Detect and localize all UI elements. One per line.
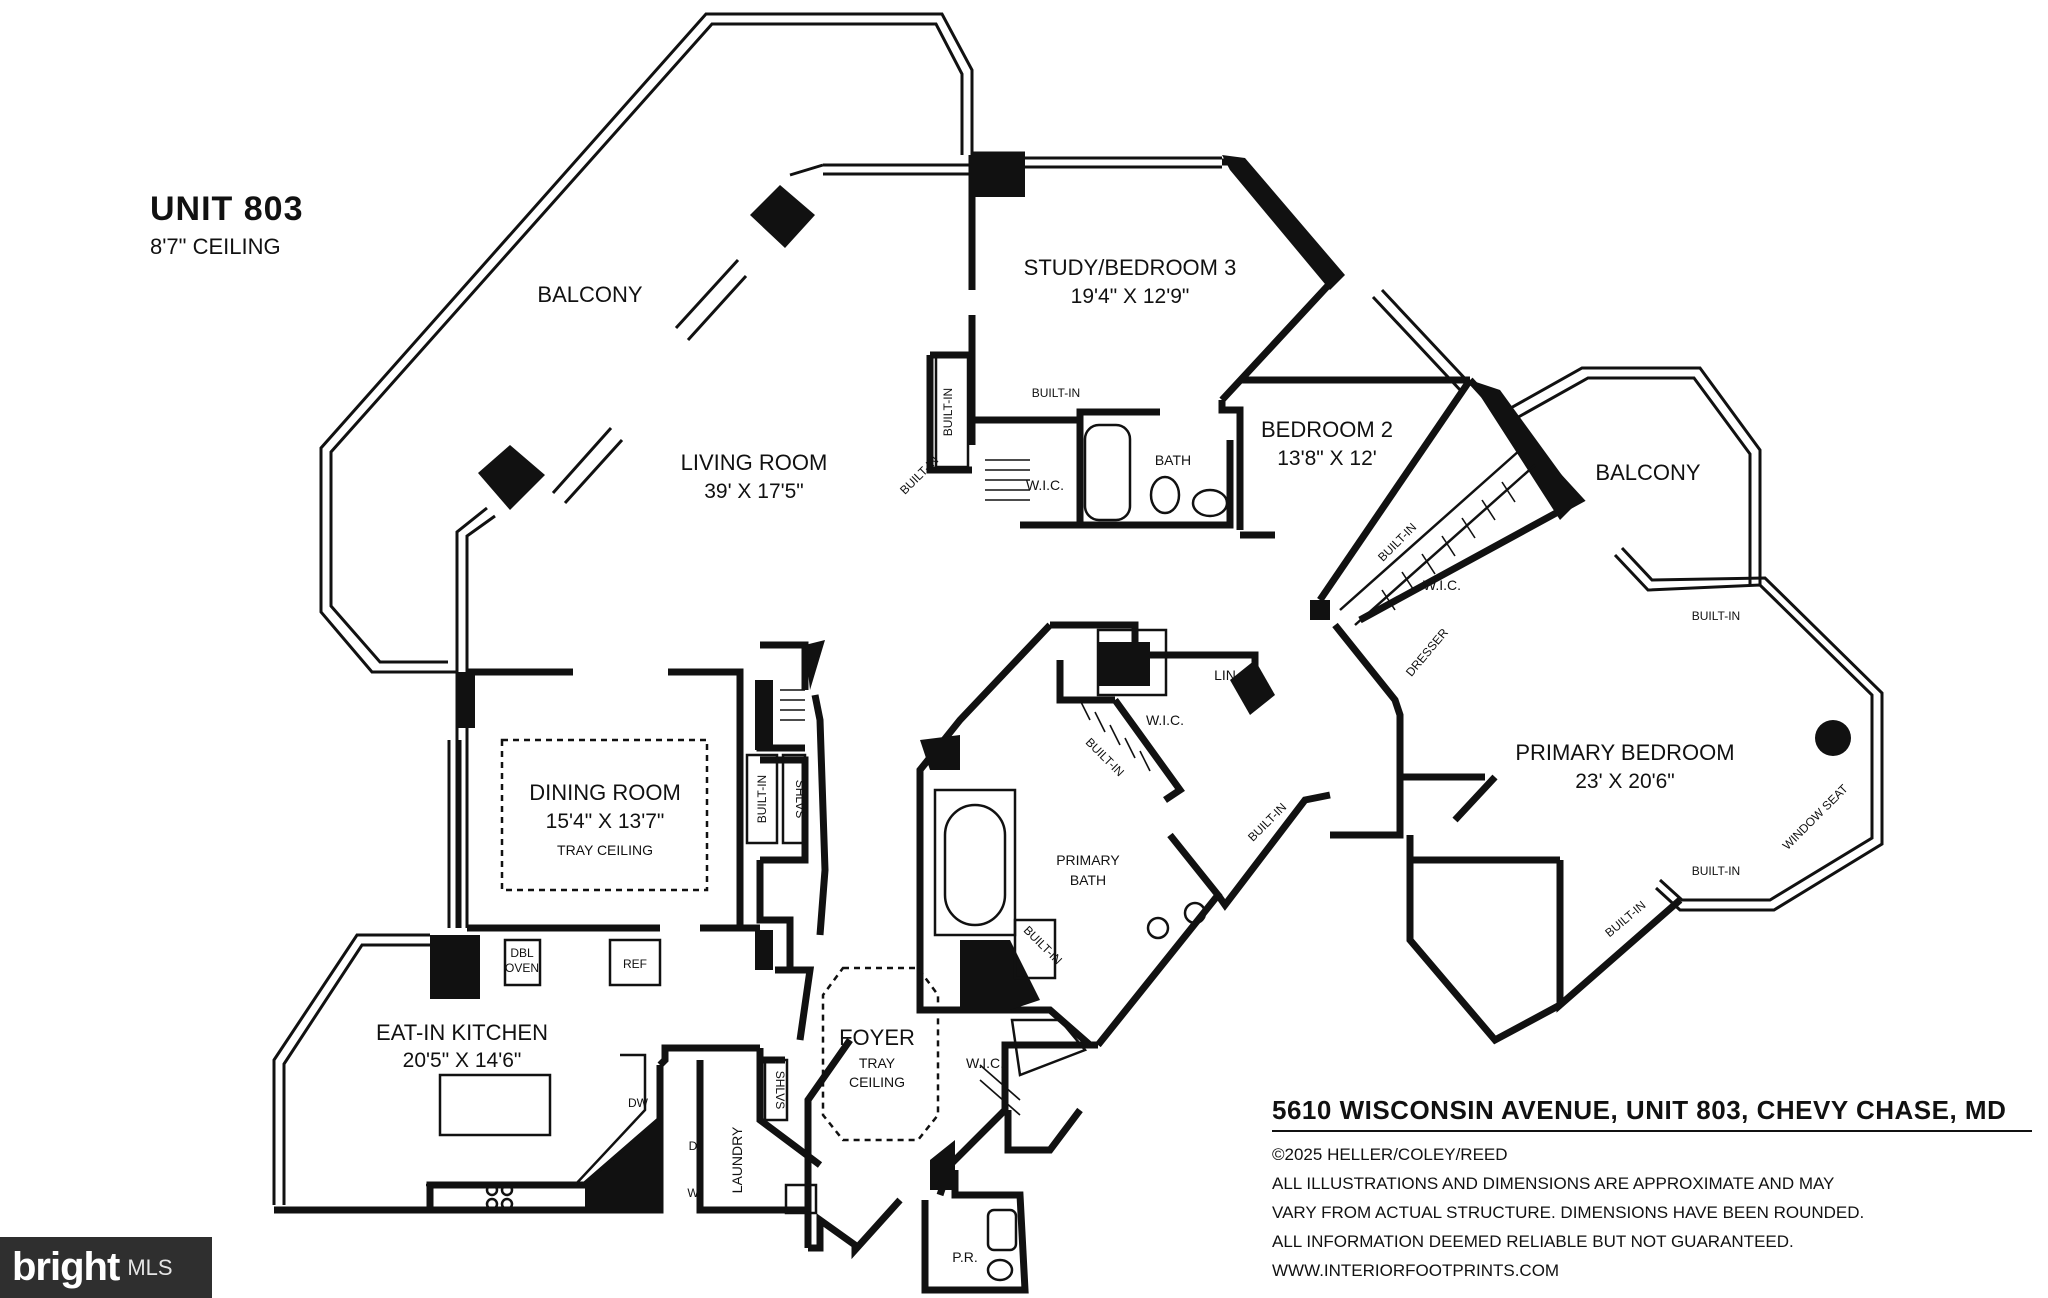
primary-bath-label-2: BATH xyxy=(1070,872,1106,888)
disclaimer-line-1: ALL ILLUSTRATIONS AND DIMENSIONS ARE APP… xyxy=(1272,1174,1835,1193)
dining-shelves-label: SHLVS xyxy=(793,780,807,818)
disclaimer-line-3: ALL INFORMATION DEEMED RELIABLE BUT NOT … xyxy=(1272,1232,1794,1251)
unit-title: UNIT 803 xyxy=(150,190,304,228)
study-dims: 19'4" X 12'9" xyxy=(1071,285,1190,308)
unit-ceiling-height: 8'7" CEILING xyxy=(150,234,281,259)
living-room-dims: 39' X 17'5" xyxy=(704,480,804,503)
primary-wic-label: W.I.C. xyxy=(1146,712,1184,728)
double-oven-label-1: DBL xyxy=(510,946,534,960)
fixtures xyxy=(426,355,1536,1282)
balcony-left-label: BALCONY xyxy=(537,282,642,307)
dining-window xyxy=(447,740,462,928)
bedroom2-label: BEDROOM 2 xyxy=(1261,417,1393,442)
primary-built-in-mid-label: BUILT-IN xyxy=(1692,864,1740,878)
balcony-right-label: BALCONY xyxy=(1595,460,1700,485)
study-wic-label: W.I.C. xyxy=(1026,477,1064,493)
balcony-left-outline xyxy=(319,12,974,674)
bedroom2-wic-label: W.I.C. xyxy=(1423,577,1461,593)
window-seat-label: WINDOW SEAT xyxy=(1780,781,1851,852)
structural-columns xyxy=(430,155,1851,1210)
powder-room-label: P.R. xyxy=(952,1249,977,1265)
foyer-line3: CEILING xyxy=(849,1074,905,1090)
dining-room-label: DINING ROOM xyxy=(529,780,681,805)
copyright-line: ©2025 HELLER/COLEY/REED xyxy=(1272,1145,1508,1164)
double-oven-label-2: OVEN xyxy=(505,961,539,975)
dining-room-note: TRAY CEILING xyxy=(557,842,653,858)
bedroom2-window xyxy=(1371,288,1473,394)
primary-bedroom-dims: 23' X 20'6" xyxy=(1575,770,1675,793)
kitchen-label: EAT-IN KITCHEN xyxy=(376,1020,548,1045)
disclaimer-line-2: VARY FROM ACTUAL STRUCTURE. DIMENSIONS H… xyxy=(1272,1203,1865,1222)
logo-suffix: MLS xyxy=(127,1254,173,1280)
living-built-in-label: BUILT-IN xyxy=(897,453,941,497)
closet-built-in-label: BUILT-IN xyxy=(941,388,955,436)
laundry-shelves-label: SHLVS xyxy=(773,1071,787,1109)
property-address: 5610 WISCONSIN AVENUE, UNIT 803, CHEVY C… xyxy=(1272,1095,2032,1132)
dining-room-dims: 15'4" X 13'7" xyxy=(546,810,665,833)
refrigerator-label: REF xyxy=(623,957,647,971)
study-bath-label: BATH xyxy=(1155,452,1191,468)
wic-built-in-label: BUILT-IN xyxy=(1083,735,1127,779)
bright-mls-logo: bright MLS xyxy=(0,1237,212,1298)
primary-bedroom-window-bay xyxy=(1613,546,1884,912)
primary-bath-built-in-label: BUILT-IN xyxy=(1245,800,1289,844)
living-window-walls xyxy=(455,163,972,928)
dishwasher-label: DW xyxy=(628,1096,649,1110)
foyer-line2: TRAY xyxy=(859,1055,896,1071)
kitchen-window-bay xyxy=(272,933,430,1205)
balcony-right-outline xyxy=(1499,366,1762,585)
study-built-in-label: BUILT-IN xyxy=(1032,386,1080,400)
primary-built-in-top-label: BUILT-IN xyxy=(1692,609,1740,623)
laundry-label: LAUNDRY xyxy=(729,1126,745,1193)
powder-wic-label: W.I.C. xyxy=(966,1055,1004,1071)
study-label: STUDY/BEDROOM 3 xyxy=(1024,255,1237,280)
primary-bedroom-label: PRIMARY BEDROOM xyxy=(1515,740,1734,765)
closet-shelving-marks xyxy=(780,459,1516,1116)
linen-label: LIN xyxy=(1214,667,1236,683)
logo-brand: bright xyxy=(12,1245,120,1289)
foyer-label: FOYER xyxy=(839,1025,915,1050)
living-room-label: LIVING ROOM xyxy=(681,450,828,475)
plan-info-block: 5610 WISCONSIN AVENUE, UNIT 803, CHEVY C… xyxy=(1272,1095,2032,1285)
dryer-label: D xyxy=(689,1139,698,1153)
website-line: WWW.INTERIORFOOTPRINTS.COM xyxy=(1272,1261,1560,1280)
primary-bath-label-1: PRIMARY xyxy=(1056,852,1120,868)
study-window xyxy=(1025,156,1222,169)
washer-label: W xyxy=(687,1186,699,1200)
dresser-label: DRESSER xyxy=(1403,625,1451,679)
sliding-doors xyxy=(551,258,748,505)
bedroom2-dims: 13'8" X 12' xyxy=(1277,447,1377,470)
dining-built-in-label: BUILT-IN xyxy=(755,775,769,823)
kitchen-dims: 20'5" X 14'6" xyxy=(403,1049,522,1072)
tub-built-in-label: BUILT-IN xyxy=(1021,923,1065,967)
